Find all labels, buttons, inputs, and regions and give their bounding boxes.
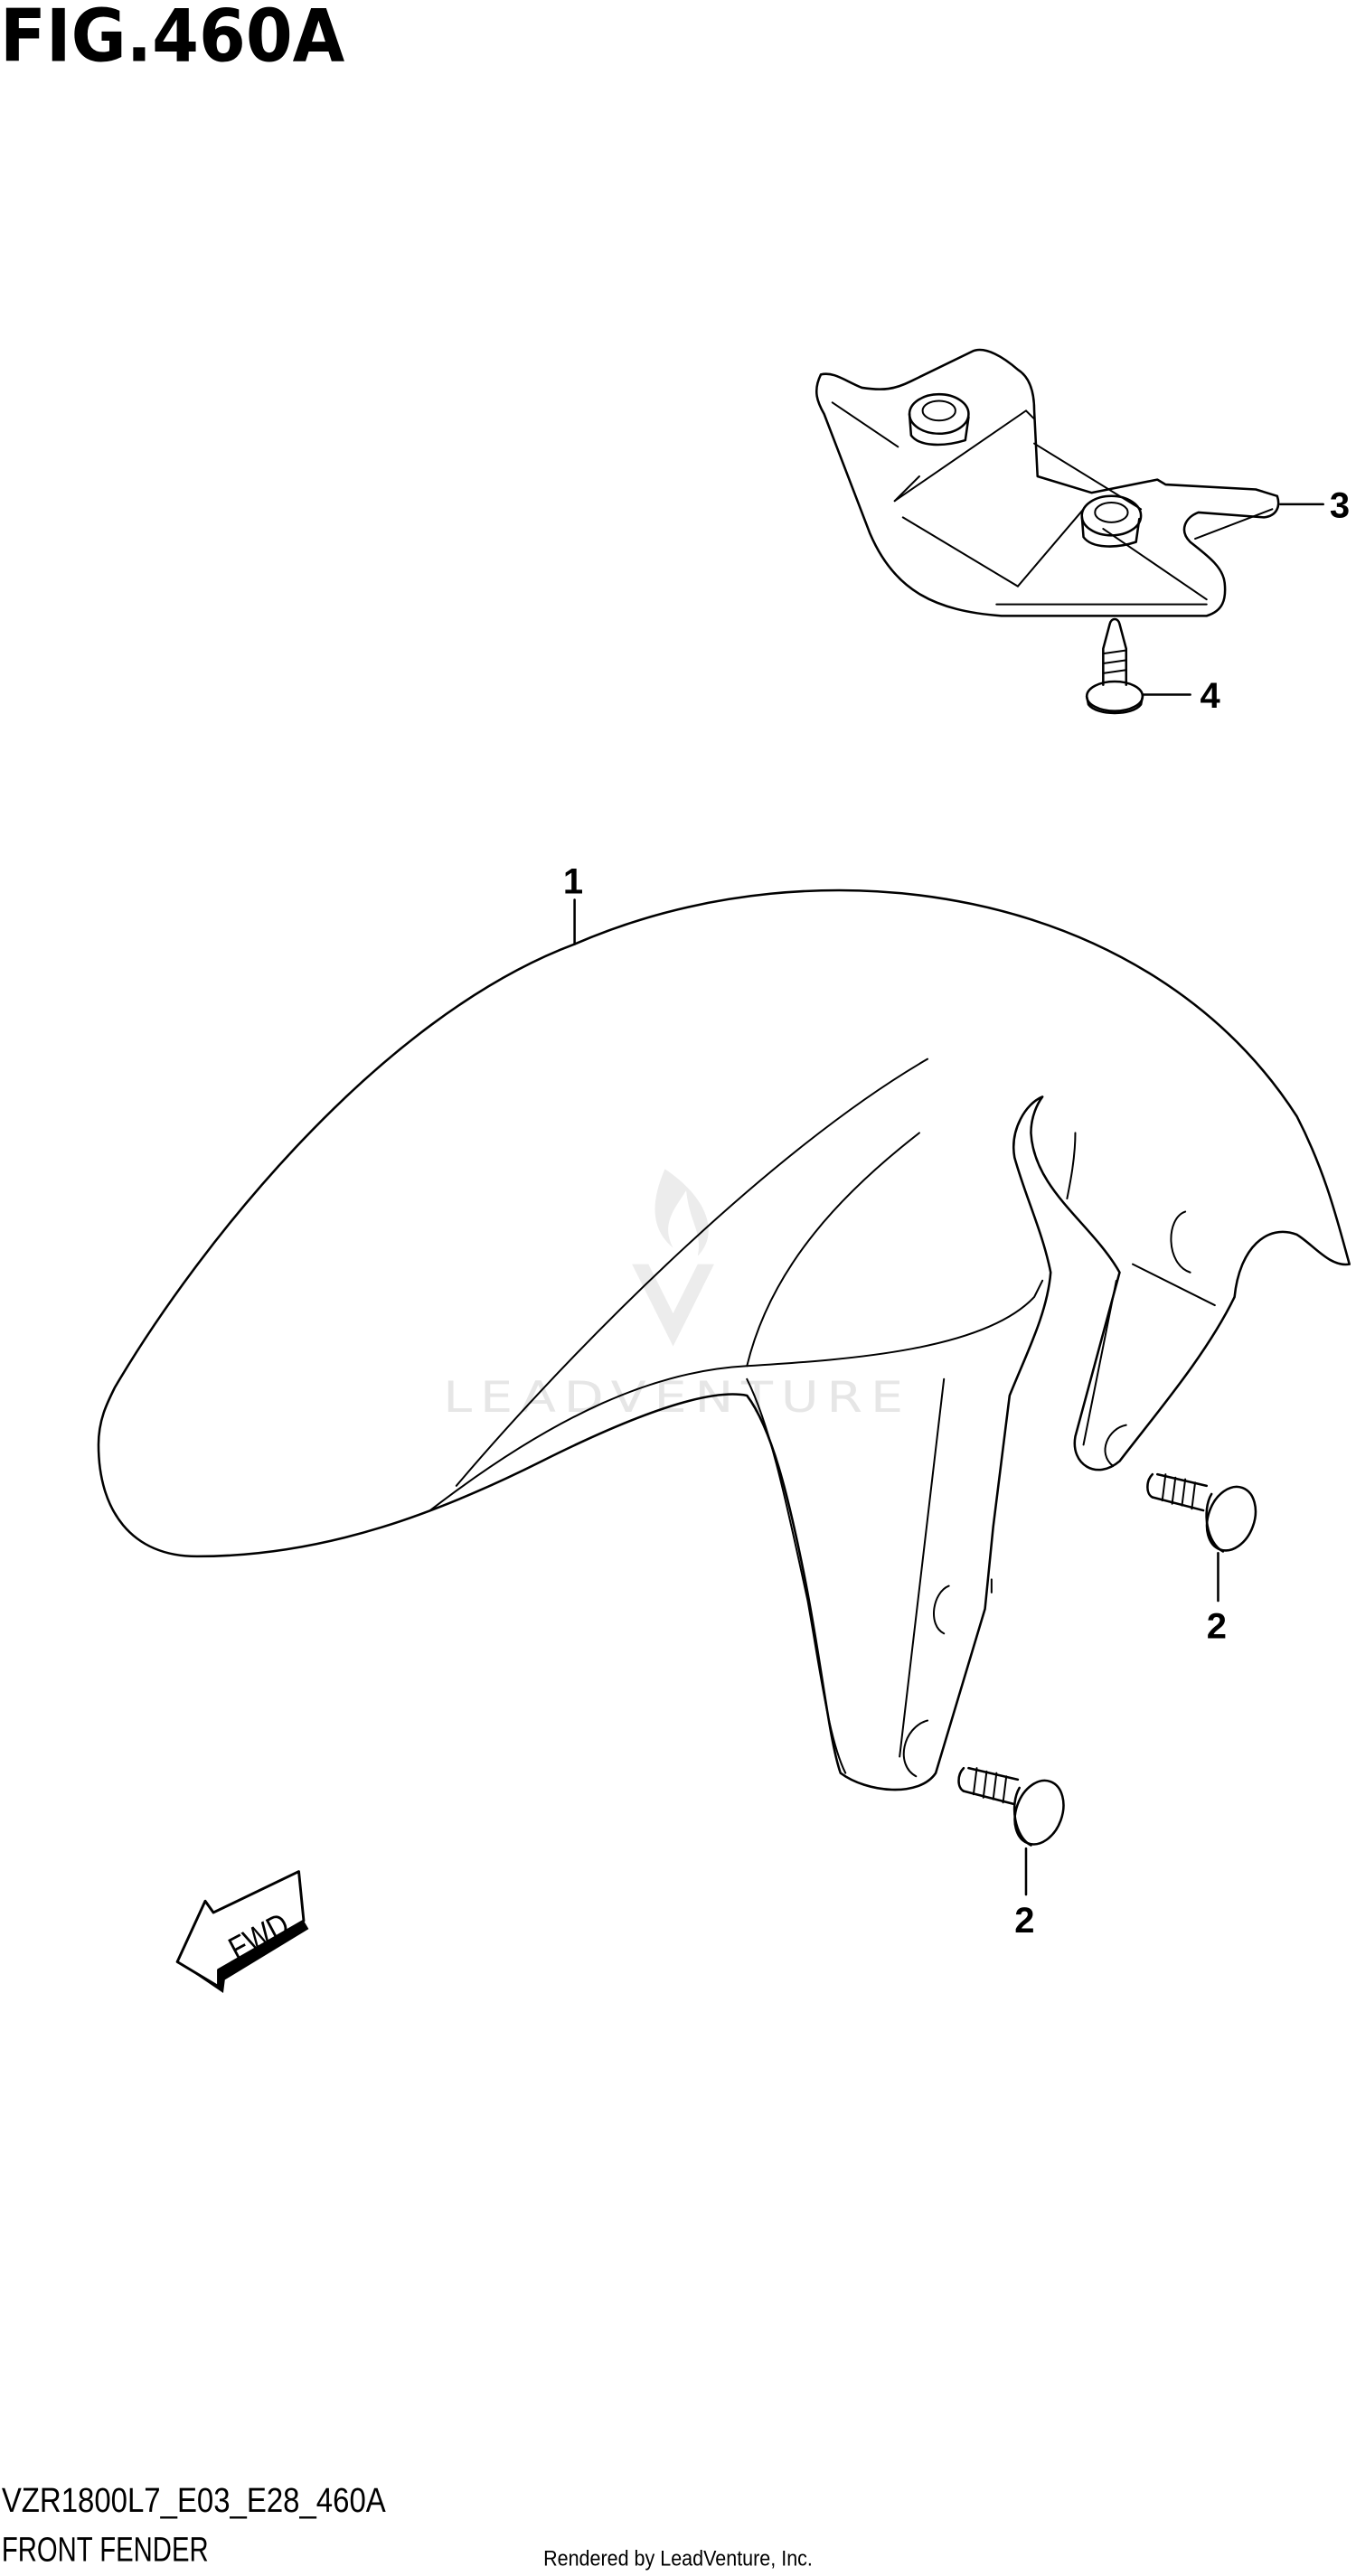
callout-1[interactable]: 1 [563,861,583,901]
model-code: VZR1800L7_E03_E28_460A [2,2481,386,2520]
forward-direction-arrow: FWD [175,1870,309,1993]
callout-3[interactable]: 3 [1330,485,1350,525]
front-fender-part-1[interactable] [97,888,1351,1791]
watermark-text: LEADVENTURE [443,1373,911,1423]
figure-title: FIG.460A [0,0,345,79]
bracket-part-3[interactable] [815,348,1280,617]
callout-2-lower[interactable]: 2 [1014,1901,1034,1941]
render-credit: Rendered by LeadVenture, Inc. [543,2548,813,2571]
section-name: FRONT FENDER [2,2530,209,2569]
callout-4[interactable]: 4 [1200,676,1219,716]
callout-2-upper[interactable]: 2 [1207,1607,1227,1647]
screw-part-4[interactable] [1085,617,1144,715]
bolt-part-2-lower[interactable] [957,1766,1072,1851]
bolt-part-2-upper[interactable] [1146,1472,1264,1557]
watermark-logo: LEADVENTURE [443,1169,911,1423]
